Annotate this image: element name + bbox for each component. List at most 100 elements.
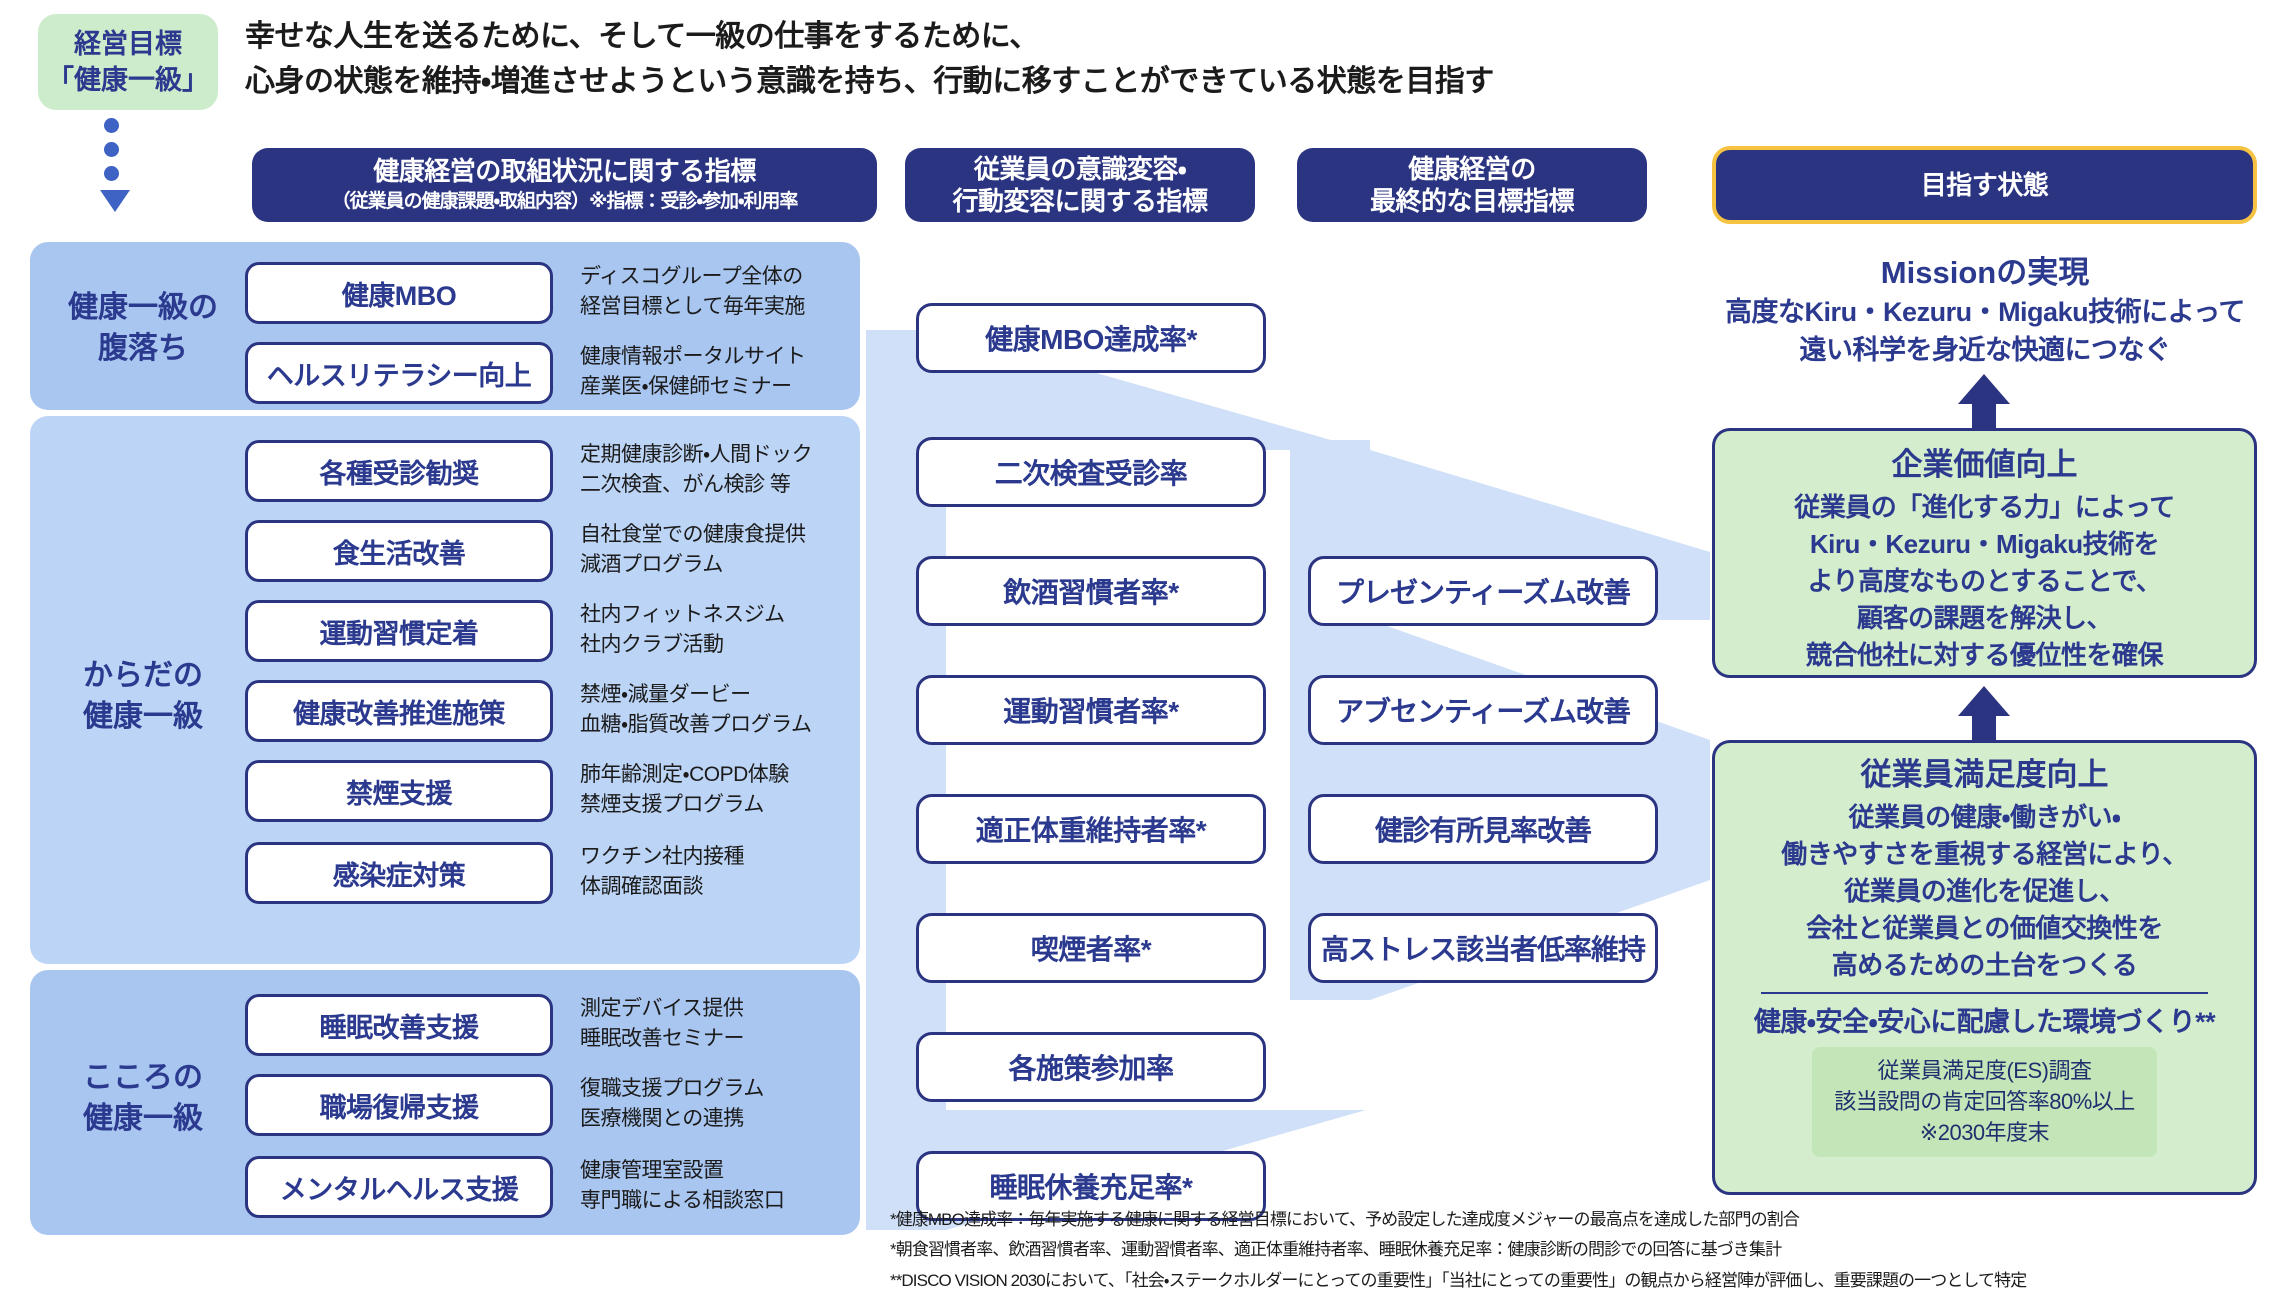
footnote-3: **DISCO VISION 2030において、「社会・ステークホルダーにとって… — [890, 1270, 2027, 1290]
es-survey-line3: ※2030年度末 — [1919, 1120, 2050, 1146]
arrow-shaft-2 — [1972, 716, 1996, 742]
corporate-value-line-4: 競合他社に対する優位性を確保 — [1805, 639, 2164, 670]
measure-pill-10[interactable]: メンタルヘルス支援 — [245, 1156, 553, 1218]
measure-desc-8-line1: 測定デバイス提供 — [580, 997, 744, 1020]
behavior-indicator-0[interactable]: 健康MBO達成率* — [916, 303, 1266, 373]
banner-b-title-line2: 行動変容に関する指標 — [952, 186, 1208, 216]
mission-statement: Missionの実現 高度なKiru・Kezuru・Migaku技術によって 遠… — [1700, 252, 2270, 369]
employee-satisfaction-subtitle: 健康・安全・安心に配慮した環境づくり** — [1753, 1006, 2216, 1037]
banner-initiative-indicators: 健康経営の取組状況に関する指標 （従業員の健康課題・取組内容）※指標：受診・参加… — [252, 148, 877, 222]
measure-pill-0[interactable]: 健康MBO — [245, 262, 553, 324]
banner-a-title: 健康経営の取組状況に関する指標 — [373, 156, 756, 187]
measure-pill-9[interactable]: 職場復帰支援 — [245, 1074, 553, 1136]
measure-desc-1: 健康情報ポータルサイト 産業医・保健師セミナー — [580, 342, 806, 402]
measure-pill-7[interactable]: 感染症対策 — [245, 842, 553, 904]
measure-desc-3-line1: 自社食堂での健康食提供 — [580, 523, 806, 546]
measure-desc-5-line1: 禁煙・減量ダービー — [580, 683, 751, 706]
measure-pill-1[interactable]: ヘルスリテラシー向上 — [245, 342, 553, 404]
corporate-value-line-0: 従業員の「進化する力」によって — [1794, 492, 2175, 523]
card-corporate-value: 企業価値向上 従業員の「進化する力」によって Kiru・Kezuru・Migak… — [1712, 428, 2257, 678]
goal-statement-line2: 心身の状態を維持・増進させようという意識を持ち、行動に移すことができている状態を… — [245, 65, 1494, 98]
measure-desc-4: 社内フィットネスジム 社内クラブ活動 — [580, 600, 785, 660]
final-indicator-3[interactable]: 高ストレス該当者低率維持 — [1308, 913, 1658, 983]
measure-desc-6: 肺年齢測定・COPD体験 禁煙支援プログラム — [580, 760, 789, 820]
measure-desc-1-line2: 産業医・保健師セミナー — [580, 374, 792, 398]
measure-desc-3: 自社食堂での健康食提供 減酒プログラム — [580, 520, 806, 580]
measure-desc-8-line2: 睡眠改善セミナー — [580, 1026, 745, 1050]
group-label-mental-line1: こころの — [83, 1061, 203, 1094]
measure-desc-0: ディスコグループ全体の 経営目標として毎年実施 — [580, 262, 805, 322]
dotted-down-arrow — [100, 118, 130, 212]
measure-desc-9-line2: 医療機関との連携 — [580, 1106, 744, 1130]
measure-pill-5[interactable]: 健康改善推進施策 — [245, 680, 553, 742]
group-label-mental-line2: 健康一級 — [83, 1101, 203, 1135]
behavior-indicator-4[interactable]: 適正体重維持者率* — [916, 794, 1266, 864]
dot-2 — [103, 142, 119, 157]
banner-target-state: 目指す状態 — [1712, 146, 2257, 224]
measure-desc-9: 復職支援プログラム 医療機関との連携 — [580, 1074, 764, 1134]
measure-pill-3[interactable]: 食生活改善 — [245, 520, 553, 582]
behavior-indicator-1[interactable]: 二次検査受診率 — [916, 437, 1266, 507]
employee-satisfaction-line-3: 会社と従業員との価値交換性を — [1806, 913, 2163, 944]
behavior-indicator-3[interactable]: 運動習慣者率* — [916, 675, 1266, 745]
measure-desc-7: ワクチン社内接種 体調確認面談 — [580, 842, 745, 902]
behavior-indicator-6[interactable]: 各施策参加率 — [916, 1032, 1266, 1102]
employee-satisfaction-line-1: 働きやすさを重視する経営により、 — [1781, 839, 2188, 870]
measure-pill-6[interactable]: 禁煙支援 — [245, 760, 553, 822]
es-survey-target-box: 従業員満足度(ES)調査 該当設問の肯定回答率80%以上 ※2030年度末 — [1812, 1046, 2157, 1157]
group-label-mindset-line2: 腹落ち — [98, 331, 188, 365]
group-label-mental: こころの 健康一級 — [38, 1058, 248, 1139]
behavior-indicator-5[interactable]: 喫煙者率* — [916, 913, 1266, 983]
measure-pill-8[interactable]: 睡眠改善支援 — [245, 994, 553, 1056]
measure-desc-8: 測定デバイス提供 睡眠改善セミナー — [580, 994, 745, 1054]
measure-desc-4-line2: 社内クラブ活動 — [580, 632, 724, 656]
employee-satisfaction-line-0: 従業員の健康・働きがい・ — [1848, 802, 2121, 833]
management-goal-statement: 幸せな人生を送るために、そして一級の仕事をするために、 心身の状態を維持・増進さ… — [245, 14, 1885, 104]
final-indicator-2[interactable]: 健診有所見率改善 — [1308, 794, 1658, 864]
banner-b-title-line1: 従業員の意識変容・ — [973, 153, 1187, 184]
card-employee-satisfaction: 従業員満足度向上 従業員の健康・働きがい・ 働きやすさを重視する経営により、 従… — [1712, 740, 2257, 1195]
measure-desc-4-line1: 社内フィットネスジム — [580, 603, 785, 626]
measure-desc-2-line1: 定期健康診断・人間ドック — [580, 443, 813, 466]
mission-title: Missionの実現 — [1880, 255, 2090, 290]
footnote-2: *朝食習慣者率、飲酒習慣者率、運動習慣者率、適正体重維持者率、睡眠休養充足率：健… — [890, 1240, 1782, 1260]
measure-desc-6-line2: 禁煙支援プログラム — [580, 792, 764, 816]
banner-c-title-line1: 健康経営の — [1408, 153, 1536, 184]
measure-desc-7-line1: ワクチン社内接種 — [580, 845, 745, 868]
behavior-indicator-2[interactable]: 飲酒習慣者率* — [916, 556, 1266, 626]
measure-desc-1-line1: 健康情報ポータルサイト — [580, 345, 806, 368]
mission-body-line2: 遠い科学を身近な快適につなぐ — [1799, 334, 2172, 365]
measure-pill-4[interactable]: 運動習慣定着 — [245, 600, 553, 662]
measure-pill-2[interactable]: 各種受診勧奨 — [245, 440, 553, 502]
dot-1 — [103, 118, 119, 133]
management-goal-badge: 経営目標 「健康一級」 — [38, 14, 218, 110]
final-indicator-0[interactable]: プレゼンティーズム改善 — [1308, 556, 1658, 626]
measure-desc-7-line2: 体調確認面談 — [580, 874, 704, 898]
es-survey-line1: 従業員満足度(ES)調査 — [1877, 1057, 2092, 1083]
arrow-shaft — [1972, 404, 1996, 430]
dot-3 — [103, 166, 119, 181]
mission-body-line1: 高度なKiru・Kezuru・Migaku技術によって — [1725, 296, 2245, 327]
card-divider — [1761, 991, 2208, 994]
final-indicator-1[interactable]: アブセンティーズム改善 — [1308, 675, 1658, 745]
measure-desc-5: 禁煙・減量ダービー 血糖・脂質改善プログラム — [580, 680, 812, 740]
measure-desc-2-line2: 二次検査、がん検診 等 — [580, 472, 791, 496]
banner-a-subtitle: （従業員の健康課題・取組内容）※指標：受診・参加・利用率 — [331, 190, 799, 212]
corporate-value-line-3: 顧客の課題を解決し、 — [1856, 603, 2113, 634]
group-label-physical-line1: からだの — [83, 659, 203, 692]
corporate-value-line-1: Kiru・Kezuru・Migaku技術を — [1809, 529, 2160, 560]
arrow-up-to-mission-icon — [1958, 374, 2010, 430]
banner-behavior-change-indicators: 従業員の意識変容・ 行動変容に関する指標 — [905, 148, 1255, 222]
arrow-up-to-corporate-value-icon — [1958, 686, 2010, 742]
measure-desc-5-line2: 血糖・脂質改善プログラム — [580, 712, 812, 736]
arrowhead-down-icon — [100, 190, 130, 212]
group-label-physical: からだの 健康一級 — [38, 656, 248, 737]
behavior-indicator-7[interactable]: 睡眠休養充足率* — [916, 1151, 1266, 1221]
measure-desc-6-line1: 肺年齢測定・COPD体験 — [580, 763, 789, 786]
management-goal-badge-line2: 「健康一級」 — [47, 65, 209, 95]
management-goal-badge-line1: 経営目標 — [74, 28, 182, 59]
measure-desc-2: 定期健康診断・人間ドック 二次検査、がん検診 等 — [580, 440, 813, 500]
arrow-head-icon-2 — [1958, 686, 2010, 716]
banner-c-title-line2: 最終的な目標指標 — [1369, 186, 1575, 216]
